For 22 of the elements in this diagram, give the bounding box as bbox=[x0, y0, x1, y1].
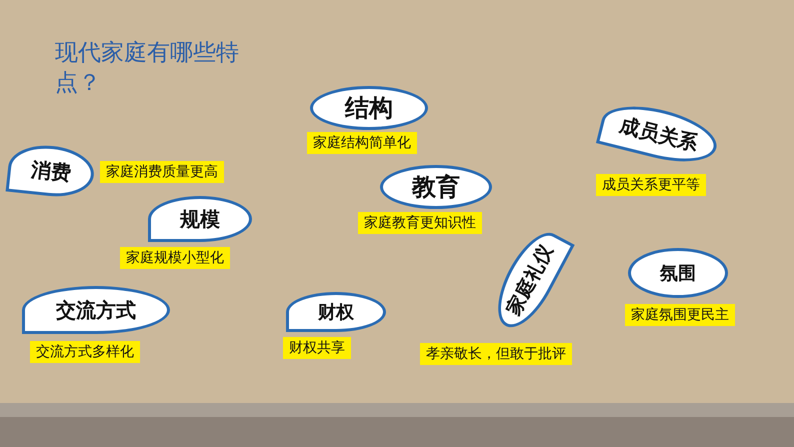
bubble-heading: 交流方式 bbox=[56, 296, 136, 324]
highlight-label: 财权共享 bbox=[283, 337, 351, 359]
title: 现代家庭有哪些特点？ bbox=[55, 39, 240, 98]
bubble-heading: 消费 bbox=[30, 155, 72, 187]
speech-bubble bbox=[286, 292, 386, 332]
bubble-heading: 财权 bbox=[318, 301, 354, 324]
highlight-label: 交流方式多样化 bbox=[30, 341, 140, 363]
highlight-label: 家庭规模小型化 bbox=[120, 247, 230, 269]
highlight-label: 家庭氛围更民主 bbox=[625, 304, 735, 326]
highlight-label: 孝亲敬长，但敢于批评 bbox=[420, 343, 572, 365]
bubble-heading: 家庭礼仪 bbox=[501, 240, 559, 320]
bubble-heading: 氛围 bbox=[660, 262, 696, 285]
speech-bubble bbox=[148, 196, 252, 242]
highlight-label: 成员关系更平等 bbox=[596, 174, 706, 196]
bubble-heading: 规模 bbox=[180, 206, 220, 232]
bubble-heading: 教育 bbox=[412, 172, 460, 203]
highlight-label: 家庭教育更知识性 bbox=[358, 212, 482, 234]
bubble-heading: 成员关系 bbox=[616, 111, 702, 157]
speech-bubble bbox=[22, 286, 170, 334]
highlight-label: 家庭消费质量更高 bbox=[100, 161, 224, 183]
bubble-heading: 结构 bbox=[345, 93, 393, 124]
highlight-label: 家庭结构简单化 bbox=[307, 132, 417, 154]
